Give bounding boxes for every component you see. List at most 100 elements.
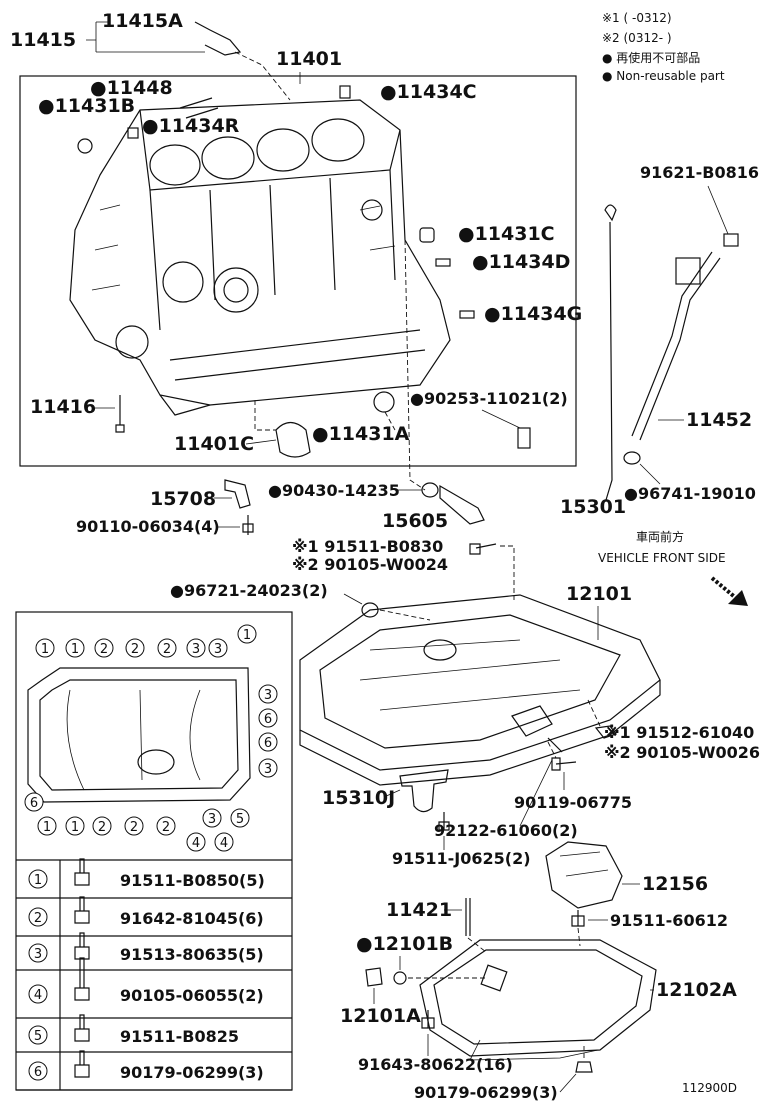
strainer-15310J <box>399 769 449 813</box>
label-90105-W0026: ※2 90105-W0026 <box>604 743 760 762</box>
front-arrow-shaft <box>710 576 738 600</box>
legend-number: 4 <box>34 988 42 1003</box>
figure-id: 112900D <box>682 1081 737 1095</box>
front-arrow-icon <box>728 590 748 606</box>
stud-11421 <box>465 898 471 936</box>
bolt-marker-number: 5 <box>236 812 244 827</box>
label-11434D: ●11434D <box>472 251 570 273</box>
bolt-marker-right: 6 <box>258 732 278 752</box>
vehicle-front-indicator: 車両前方 VEHICLE FRONT SIDE <box>598 529 748 606</box>
label-15605: 15605 <box>382 510 448 532</box>
bolt-marker-number: 2 <box>131 642 139 657</box>
gasket-12101B <box>393 971 407 985</box>
bolt-marker-number: 3 <box>208 812 216 827</box>
legend-part-number: 90179-06299(3) <box>120 1063 264 1082</box>
bolt-marker-number: 4 <box>220 836 228 851</box>
dipstick-area: 91621-B0816 11452 15301 ●96741-19010 <box>560 163 759 518</box>
bolt-marker-number: 2 <box>162 820 170 835</box>
bolt-marker-right: 3 <box>258 684 278 704</box>
gasket-90430 <box>421 482 439 498</box>
oring-96721 <box>361 602 379 618</box>
label-11434C: ●11434C <box>380 81 477 103</box>
legend-part-number: 91511-B0850(5) <box>120 871 265 890</box>
label-15310J: 15310J <box>322 787 395 809</box>
label-96721: ●96721-24023(2) <box>170 581 328 600</box>
engine-leaders <box>234 51 426 491</box>
engine-block-drawing <box>69 99 451 416</box>
label-90430: ●90430-14235 <box>268 481 400 500</box>
bolt-90110 <box>242 515 254 535</box>
bolt-marker-top: 2 <box>94 638 114 658</box>
label-15708: 15708 <box>150 488 216 510</box>
label-12102A: 12102A <box>656 979 737 1001</box>
label-90179-bottom: 90179-06299(3) <box>414 1083 558 1102</box>
legend-number: 3 <box>34 947 42 962</box>
engine-labels: 11415 11415A 11401 ●11448 ●11431B ●11434… <box>10 10 582 455</box>
oil-pan-lower-12102A: 11421 12102A ●12101B 12101A 91643-80622(… <box>340 898 737 1102</box>
label-11401C: 11401C <box>174 433 254 455</box>
bolt-marker-bottom: 3 <box>202 808 222 828</box>
legend-number: 6 <box>34 1065 42 1080</box>
plug-11431B <box>77 138 93 154</box>
sensor-11415A <box>194 21 242 56</box>
bolt-91511-60612 <box>571 910 585 927</box>
bolt-marker-bottom: 4 <box>214 832 234 852</box>
bolt-marker-top: 3 <box>208 638 228 658</box>
bolt-marker-left: 6 <box>24 792 44 812</box>
pin-90253 <box>517 427 531 449</box>
label-11416: 11416 <box>30 396 96 418</box>
bolt-marker-bottom: 5 <box>230 808 250 828</box>
pin-11434R <box>179 97 219 119</box>
note-variant-1: ※1 ( -0312) <box>602 11 672 25</box>
legend-row: 3 91513-80635(5) <box>16 932 292 971</box>
bolt-marker-number: 4 <box>192 836 200 851</box>
bolt-marker-bottom: 1 <box>37 816 57 836</box>
bolt-91621 <box>723 233 739 247</box>
bolt-marker-number: 1 <box>243 628 251 643</box>
bolt-marker-number: 1 <box>71 820 79 835</box>
union-15605 <box>439 484 485 525</box>
baffle-12156: 12156 91511-60612 <box>545 841 728 930</box>
legend-number: 2 <box>34 911 42 926</box>
label-11431B: ●11431B <box>38 95 135 117</box>
bolt-icon <box>74 1014 90 1042</box>
bolt-marker-number: 3 <box>192 642 200 657</box>
bolt-marker-number: 3 <box>264 762 272 777</box>
bolt-marker-number: 6 <box>264 712 272 727</box>
bolt-marker-number: 3 <box>214 642 222 657</box>
tube-bracket <box>675 257 701 285</box>
bolt-marker-right: 3 <box>258 758 278 778</box>
bolt-marker-top: 3 <box>186 638 206 658</box>
bolt-91511-B0830 <box>469 543 497 555</box>
small-parts <box>77 21 531 458</box>
middle-parts: 15708 90110-06034(4) ●90430-14235 15605 … <box>76 479 515 621</box>
bolt-marker-top: 2 <box>157 638 177 658</box>
label-12101: 12101 <box>566 583 632 605</box>
stud-92122 <box>547 737 563 753</box>
bolt-marker-number: 3 <box>264 688 272 703</box>
bolt-marker-top: 1 <box>237 624 257 644</box>
vehicle-front-jp: 車両前方 <box>636 529 684 544</box>
notes-block: ※1 ( -0312) ※2 (0312- ) ● 再使用不可部品 ● Non-… <box>602 11 725 83</box>
label-91621: 91621-B0816 <box>640 163 759 182</box>
plug-90179 <box>575 1061 593 1073</box>
bolt-marker-top: 2 <box>125 638 145 658</box>
oring-96741 <box>623 451 641 465</box>
legend-part-number: 91513-80635(5) <box>120 945 264 964</box>
bolt-91512 <box>594 725 617 739</box>
bolt-marker-number: 1 <box>43 820 51 835</box>
bolt-icon <box>74 957 90 1001</box>
label-11431C: ●11431C <box>458 223 555 245</box>
bolt-icon <box>74 896 90 924</box>
plug-11431C <box>419 227 435 243</box>
bolt-marker-right: 6 <box>258 708 278 728</box>
label-11421: 11421 <box>386 899 452 921</box>
plug-11431A <box>373 391 395 413</box>
bolt-11416 <box>115 395 125 433</box>
label-90119: 90119-06775 <box>514 793 632 812</box>
label-15301: 15301 <box>560 496 626 518</box>
pin-11434G <box>459 310 475 319</box>
